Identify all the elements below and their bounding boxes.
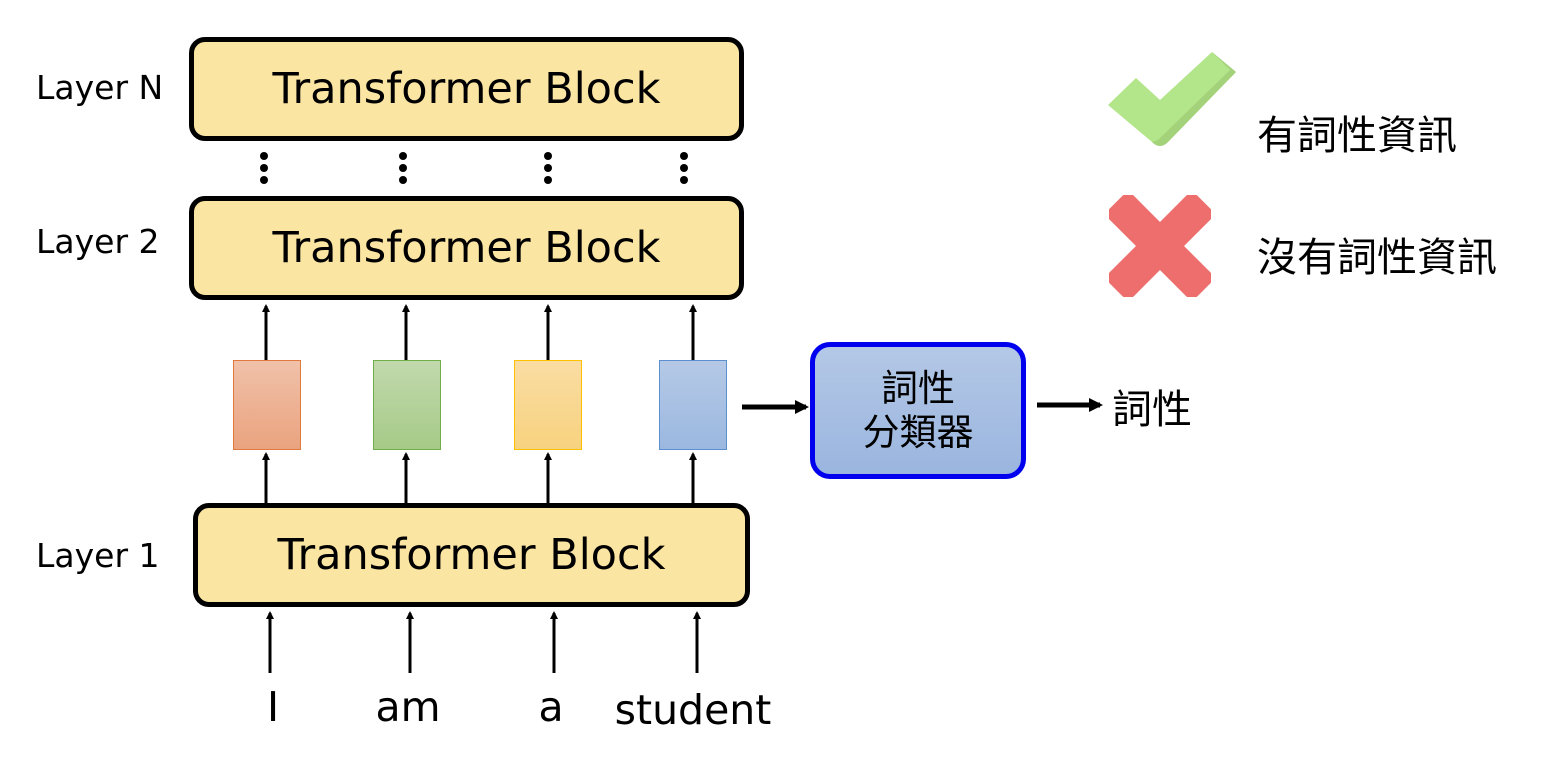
ellipsis-icon — [680, 152, 688, 188]
ellipsis-icon — [260, 152, 268, 188]
transformer-block-layer-1: Transformer Block — [193, 503, 750, 607]
checkmark-icon — [1108, 52, 1236, 146]
layer-n-label: Layer N — [36, 68, 164, 107]
classifier-line-2: 分類器 — [862, 410, 974, 454]
ellipsis-icon — [399, 152, 407, 188]
classifier-line-1: 詞性 — [881, 366, 955, 410]
token-a: a — [538, 683, 564, 731]
token-am: am — [375, 683, 441, 731]
transformer-block-layer-n: Transformer Block — [189, 37, 744, 141]
hidden-vector-orange — [233, 360, 301, 450]
block-label: Transformer Block — [272, 223, 661, 273]
ellipsis-icon — [544, 152, 552, 188]
output-label: 詞性 — [1112, 387, 1192, 433]
legend-has-pos-text: 有詞性資訊 — [1257, 113, 1457, 159]
token-student: student — [614, 686, 772, 734]
cross-icon — [1109, 195, 1211, 297]
pos-classifier-box: 詞性 分類器 — [810, 342, 1026, 479]
transformer-block-layer-2: Transformer Block — [189, 196, 744, 300]
token-i: I — [266, 683, 280, 731]
hidden-vector-blue — [659, 360, 727, 450]
hidden-vector-yellow — [514, 360, 582, 450]
hidden-vector-green — [373, 360, 441, 450]
layer-1-label: Layer 1 — [36, 536, 160, 575]
layer-2-label: Layer 2 — [36, 222, 160, 261]
legend-no-pos-text: 沒有詞性資訊 — [1257, 235, 1497, 281]
block-label: Transformer Block — [272, 64, 661, 114]
block-label: Transformer Block — [277, 530, 666, 580]
